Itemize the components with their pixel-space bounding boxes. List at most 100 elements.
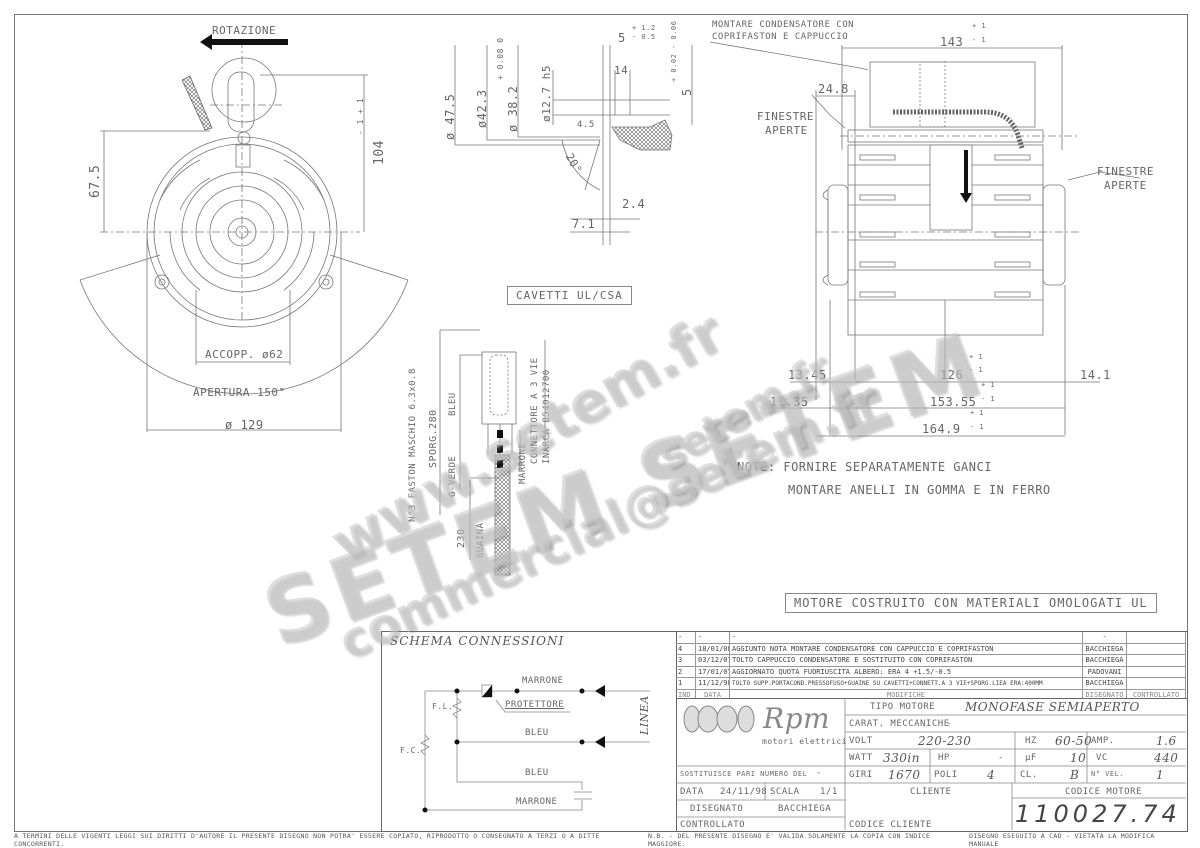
dim-width-4-5: 4.5 (577, 120, 595, 130)
rev-ind: 4 (676, 643, 696, 654)
dim-143-tol-minus: - 1 (972, 36, 987, 44)
speeds-label: N° VEL. (1091, 770, 1125, 778)
drawn-label: DISEGNATO (690, 804, 744, 814)
note-line-2: MONTARE ANELLI IN GOMMA E IN FERRO (788, 483, 1051, 497)
cables-title: CAVETTI UL/CSA (507, 286, 632, 305)
replaces-label: SOSTITUISCE PARI NUMERO DEL (680, 770, 808, 778)
dim-126: 126 (940, 368, 964, 382)
class-value: B (1070, 768, 1080, 782)
rev-header-drawn: DISEGNATO (1083, 689, 1127, 700)
wiring-bleu-low: BLEU (525, 768, 549, 778)
drawn-value: BACCHIEGA (778, 804, 832, 814)
rev-drawn: BACCHIEGA (1083, 655, 1127, 666)
revisions-frame (676, 631, 1188, 700)
dim-164-9-tol-minus: - 1 (970, 423, 985, 431)
rev-checked (1127, 643, 1186, 654)
rotation-label: ROTAZIONE (212, 24, 277, 37)
volt-value: 220-230 (918, 734, 972, 748)
rev-date: - (696, 632, 730, 643)
mech-label: CARAT. MECCANICHE (849, 719, 950, 729)
speeds-value: 1 (1156, 768, 1165, 782)
wiring-fl-label: F.L. (432, 702, 454, 711)
windows-left-label-1: FINESTRE (757, 110, 814, 123)
rev-ind: 1 (676, 678, 696, 689)
note-line-1: NOTE: FORNIRE SEPARATAMENTE GANCI (737, 460, 992, 474)
watt-label: WATT (849, 753, 873, 763)
wiring-fc-label: F.C. (400, 746, 422, 755)
footer-copyright: A TERMINI DELLE VIGENTI LEGGI SUI DIRITT… (14, 832, 600, 848)
revision-row: 4 18/01/08 AGGIUNTO NOTA MONTARE CONDENS… (676, 643, 1186, 655)
rev-checked (1127, 666, 1186, 677)
dim-width-2-4: 2.4 (622, 197, 646, 211)
capacitor-note-line-1: MONTARE CONDENSATORE CON (712, 20, 855, 30)
ul-materials-note: MOTORE COSTRUITO CON MATERIALI OMOLOGATI… (785, 593, 1157, 613)
scale-value: 1/1 (820, 787, 838, 797)
motor-type-value: MONOFASE SEMIAPERTO (965, 700, 1140, 714)
dim-153-55: 153.55 (930, 395, 977, 409)
vc-value: 440 (1154, 751, 1179, 765)
dim-126-tol-minus: - 1 (969, 366, 984, 374)
wiring-diagram-frame (381, 631, 678, 832)
rev-text: TOLTO CAPPUCCIO CONDENSATORE E SOSTITUIT… (730, 655, 1083, 666)
revision-row: - - - - (676, 632, 1186, 644)
rev-ind: 3 (676, 655, 696, 666)
dim-126-tol-plus: + 1 (969, 353, 984, 361)
rpm-label: GIRI (849, 770, 873, 780)
rev-date: 17/01/07 (698, 666, 730, 677)
logo-rpm: Rpm (763, 702, 831, 735)
dim-164-9-tol-plus: + 1 (970, 409, 985, 417)
footer-legal: A TERMINI DELLE VIGENTI LEGGI SUI DIRITT… (14, 832, 1186, 848)
rev-text: AGGIUNTO NOTA MONTARE CONDENSATORE CON C… (730, 643, 1083, 654)
dim-top-5: 5 (618, 31, 626, 45)
rev-text: - (730, 632, 1083, 643)
rev-checked (1127, 678, 1186, 689)
rev-text: TOLTO SUPP.PORTACOND.PRESSOFUSO+GUAINE S… (730, 678, 1083, 689)
mech-value: - (946, 719, 952, 729)
hp-label: HP (938, 753, 950, 763)
dim-width-7-1: 7.1 (572, 217, 596, 231)
rev-header-changes: MODIFICHE (730, 689, 1083, 700)
dim-11-35: 11.35 (770, 395, 809, 409)
capacitor-note-line-2: COPRIFASTON E CAPPUCCIO (712, 32, 849, 42)
rev-date: 03/12/07 (698, 655, 730, 666)
watt-value: 330in (883, 751, 920, 765)
title-block (676, 698, 1188, 832)
rev-header-date: DATA (696, 689, 730, 700)
windows-left-label-2: APERTE (765, 124, 808, 137)
wiring-protector-label: PROTETTORE (505, 700, 565, 710)
motor-code-value: 110027.74 (1015, 800, 1181, 828)
client-code-label: CODICE CLIENTE (849, 820, 932, 830)
hz-label: HZ (1025, 736, 1037, 746)
dim-24-8: 24.8 (818, 82, 849, 96)
rev-drawn: - (1083, 632, 1127, 643)
volt-label: VOLT (849, 736, 873, 746)
rev-checked (1127, 632, 1186, 643)
hp-value: - (998, 753, 1004, 763)
hz-value: 60-50 (1055, 734, 1093, 748)
checked-label: CONTROLLATO (680, 820, 746, 830)
rev-header-checked: CONTROLLATO (1127, 689, 1186, 700)
rev-date: 11/12/98 (698, 678, 730, 689)
revision-row: 2 17/01/07 AGGIORNATO QUOTA FUORIUSCITA … (676, 666, 1186, 678)
motor-code-label: CODICE MOTORE (1065, 787, 1142, 797)
outer-diameter-label: ø 129 (225, 418, 264, 432)
revision-row: 1 11/12/98 TOLTO SUPP.PORTACOND.PRESSOFU… (676, 678, 1186, 690)
uf-label: µF (1025, 753, 1037, 763)
replaces-value: - (816, 768, 822, 778)
amp-value: 1.6 (1156, 734, 1177, 748)
footer-revision-note: N.B. - DEL PRESENTE DISEGNO E' VALIDA SO… (647, 832, 931, 848)
dim-153-55-tol-minus: - 1 (981, 395, 996, 403)
poles-label: POLI (934, 770, 958, 780)
dim-143-tol-plus: + 1 (972, 22, 987, 30)
rev-checked (1127, 655, 1186, 666)
dim-14-1: 14.1 (1080, 368, 1111, 382)
dim-13-45: 13.45 (788, 368, 827, 382)
vc-label: VC (1096, 753, 1108, 763)
wiring-marrone-bottom: MARRONE (516, 797, 558, 807)
wiring-title: SCHEMA CONNESSIONI (390, 634, 565, 648)
rev-drawn: PADOVANI (1083, 666, 1127, 677)
rpm-value: 1670 (888, 768, 921, 782)
